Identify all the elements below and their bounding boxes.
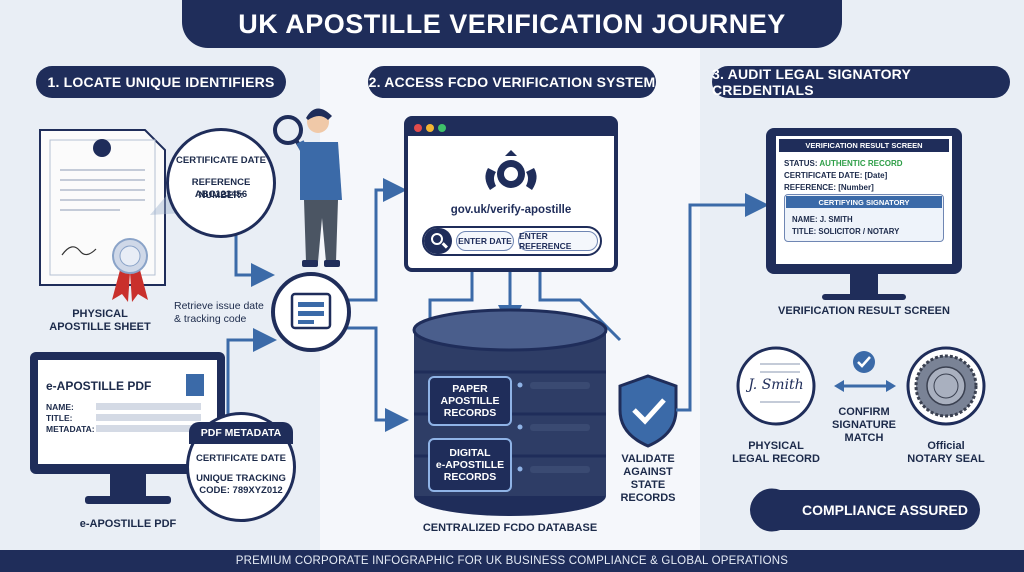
notary-seal-label: Official NOTARY SEAL: [907, 440, 985, 465]
reference-input[interactable]: ENTER REFERENCE: [518, 231, 598, 251]
epdf-field-title: TITLE:: [46, 413, 73, 423]
reference-row: REFERENCE: [Number]: [784, 183, 874, 192]
result-screen-label: VERIFICATION RESULT SCREEN: [778, 305, 950, 317]
physical-callout-line3: ABC123456: [194, 189, 248, 200]
pdf-callout-line2: UNIQUE TRACKING: [196, 473, 286, 484]
search-button[interactable]: [424, 228, 452, 254]
pdf-metadata-header: PDF METADATA: [189, 422, 293, 444]
royal-crest-icon: [485, 150, 537, 190]
epdf-field-name: NAME:: [46, 402, 74, 412]
verification-browser-window: gov.uk/verify-apostille ENTER DATE ENTER…: [404, 116, 618, 272]
person-with-magnifier-icon: [273, 108, 342, 267]
step-3-header: 3. AUDIT LEGAL SIGNATORY CREDENTIALS: [712, 66, 1010, 98]
physical-apostille-label: PHYSICAL APOSTILLE SHEET: [49, 308, 151, 333]
step-2-header: 2. ACCESS FCDO VERIFICATION SYSTEM: [368, 66, 656, 98]
footer: PREMIUM CORPORATE INFOGRAPHIC FOR UK BUS…: [0, 550, 1024, 572]
minimize-dot: [426, 124, 434, 132]
signatory-header: CERTIFYING SIGNATORY: [786, 196, 942, 208]
database-label: CENTRALIZED FCDO DATABASE: [422, 522, 598, 534]
confirm-match-label: CONFIRM SIGNATURE MATCH: [832, 406, 896, 444]
browser-titlebar: [408, 120, 614, 136]
signature-text: J. Smith: [748, 377, 804, 393]
signatory-name: NAME: J. SMITH: [792, 215, 853, 224]
pdf-callout-line1: CERTIFICATE DATE: [196, 453, 286, 464]
physical-apostille-sheet-icon: [39, 129, 166, 302]
date-input[interactable]: ENTER DATE: [456, 231, 514, 251]
maximize-dot: [438, 124, 446, 132]
validate-label: VALIDATE AGAINST STATE RECORDS: [620, 453, 676, 504]
physical-callout-line2: REFERENCE NUMBER:: [191, 177, 251, 201]
status-value: AUTHENTIC RECORD: [819, 159, 903, 168]
page-title: UK APOSTILLE VERIFICATION JOURNEY: [182, 0, 842, 48]
physical-record-label: PHYSICAL LEGAL RECORD: [732, 440, 820, 465]
compliance-badge: COMPLIANCE ASSURED: [750, 490, 980, 530]
e-apostille-monitor-icon: [30, 352, 225, 504]
epdf-label: e-APOSTILLE PDF: [79, 518, 177, 530]
search-icon: [431, 233, 443, 245]
result-screen-header: VERIFICATION RESULT SCREEN: [779, 139, 949, 152]
epdf-field-metadata: METADATA:: [46, 424, 95, 434]
close-dot: [414, 124, 422, 132]
certificate-date-row: CERTIFICATE DATE: [Date]: [784, 171, 888, 180]
physical-callout-line1: CERTIFICATE DATE: [176, 155, 266, 166]
compliance-text: COMPLIANCE ASSURED: [802, 502, 968, 518]
status-key: STATUS:: [784, 159, 820, 168]
retrieve-text: Retrieve issue date & tracking code: [174, 300, 264, 325]
db-paper-records: PAPER APOSTILLE RECORDS: [428, 376, 512, 426]
physical-identifier-callout: [166, 128, 276, 238]
validation-shield-icon: [618, 374, 678, 448]
signatory-title: TITLE: SOLICITOR / NOTARY: [792, 227, 900, 236]
db-digital-records: DIGITAL e-APOSTILLE RECORDS: [428, 438, 512, 492]
epdf-title: e-APOSTILLE PDF: [46, 379, 152, 393]
step-1-header: 1. LOCATE UNIQUE IDENTIFIERS: [36, 66, 286, 98]
status-row: STATUS: AUTHENTIC RECORD: [784, 157, 903, 170]
notary-seal-icon: [906, 346, 986, 426]
url-text: gov.uk/verify-apostille: [450, 204, 572, 216]
pdf-callout-line3: CODE: 789XYZ012: [199, 485, 283, 496]
